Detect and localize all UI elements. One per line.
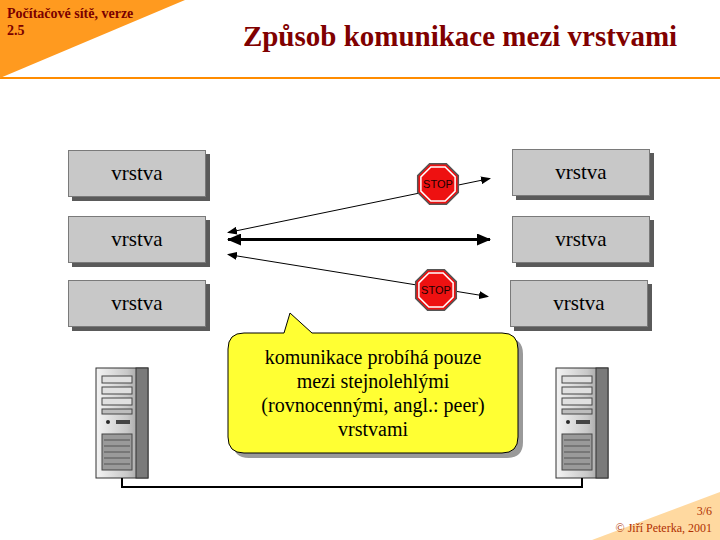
footer-corner	[592, 492, 720, 540]
slide-title: Způsob komunikace mezi vrstvami	[200, 20, 720, 53]
layer-box: vrstva	[510, 280, 648, 327]
layer-name: vrstva	[553, 291, 604, 316]
callout-text: komunikace probíhá pouze mezi stejnolehl…	[244, 345, 502, 441]
stop-text: STOP	[415, 161, 461, 207]
footer-text: 3/6	[697, 504, 712, 519]
layer-box: vrstva	[68, 280, 206, 327]
layer-box: vrstva	[68, 150, 206, 197]
course-name: Počítačové sítě, verze 2.5	[7, 5, 135, 39]
layer-name: vrstva	[111, 291, 162, 316]
layer-name: vrstva	[555, 227, 606, 252]
corner-triangle	[0, 0, 185, 78]
header-corner: Počítačové sítě, verze 2.5	[0, 0, 185, 78]
stop-sign: STOP	[415, 161, 461, 207]
layer-name: vrstva	[111, 227, 162, 252]
callout-bubble: komunikace probíhá pouze mezi stejnolehl…	[228, 333, 518, 453]
layer-box: vrstva	[68, 216, 206, 263]
layer-box: vrstva	[512, 216, 650, 263]
bubble-body	[228, 313, 518, 453]
peer-arrow	[228, 238, 490, 241]
layer-name: vrstva	[555, 160, 606, 185]
layer-name: vrstva	[111, 161, 162, 186]
network-wire	[122, 478, 582, 487]
computer-left	[96, 368, 148, 478]
header-rule	[0, 77, 720, 79]
computer-right	[556, 368, 608, 478]
stop-sign: STOP	[413, 267, 459, 313]
footer-text: © Jiří Peterka, 2001	[616, 521, 712, 536]
stop-text: STOP	[413, 267, 459, 313]
layer-box: vrstva	[512, 149, 650, 196]
